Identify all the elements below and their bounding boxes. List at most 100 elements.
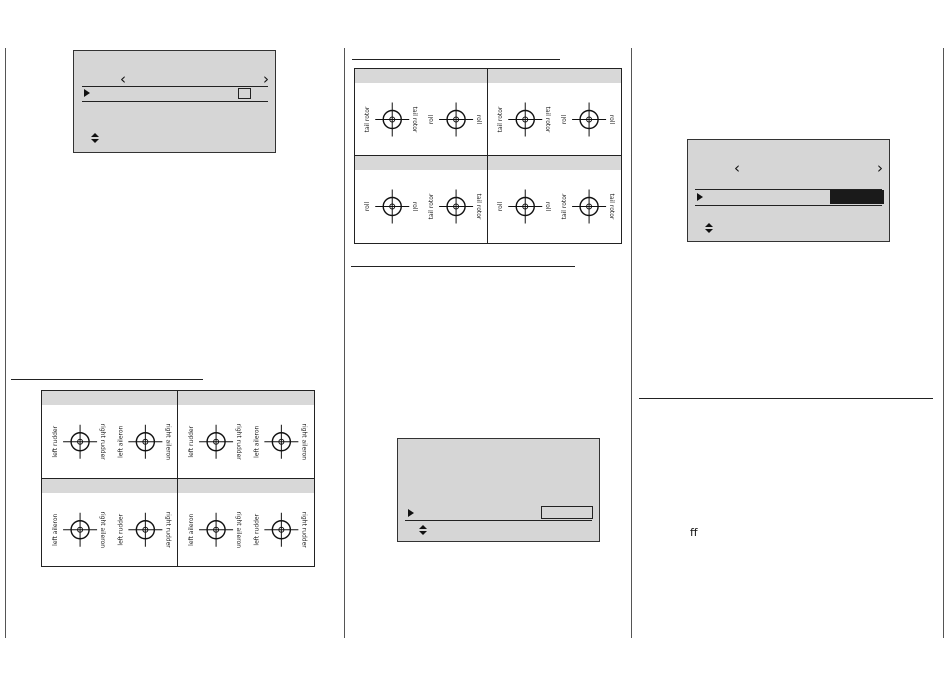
direction-label: right aileron (99, 511, 106, 548)
mode-header-bar (488, 156, 621, 170)
stick-crosshair-icon (199, 424, 234, 459)
stick-crosshair-icon (264, 512, 299, 547)
note-text: ff (690, 526, 698, 539)
direction-label: left rudder (117, 513, 124, 545)
cursor-arrow-icon (84, 89, 90, 97)
stick-diagram: left rudder right rudder left aileron right… (52, 423, 171, 461)
cursor-arrow-icon (697, 193, 703, 201)
stick-crosshair-icon (572, 189, 607, 224)
direction-label: tail rotor (364, 106, 371, 132)
chevron-left-icon[interactable]: ‹ (120, 70, 126, 88)
direction-label: right aileron (300, 423, 307, 460)
stick-crosshair-icon (264, 424, 299, 459)
mode-header-bar (355, 69, 487, 83)
value-bar-filled[interactable] (830, 190, 884, 204)
direction-label: roll (475, 115, 482, 125)
column-divider-2 (631, 48, 632, 638)
direction-label: right rudder (164, 511, 171, 548)
mode-header-bar (178, 478, 314, 493)
direction-label: right aileron (235, 511, 242, 548)
column-divider-right (943, 48, 944, 638)
direction-label: roll (561, 114, 568, 124)
lcd-row-top-line (82, 86, 268, 87)
up-down-icon (705, 223, 713, 234)
column-divider-left (5, 48, 6, 638)
mode-header-bar (42, 391, 177, 405)
heading-rule-right (639, 398, 933, 399)
mode-header-bar (42, 478, 177, 493)
stick-mode-cell: roll roll tail rotor tail rotor (488, 156, 621, 243)
direction-label: left aileron (253, 425, 260, 457)
direction-label: right rudder (99, 424, 106, 461)
stick-crosshair-icon (439, 189, 474, 224)
direction-label: tail rotor (544, 107, 551, 133)
lcd-screen-1: ‹ › (73, 50, 276, 153)
stick-diagram: tail rotor tail rotor roll roll (497, 102, 615, 137)
chevron-left-icon[interactable]: ‹ (734, 159, 740, 177)
heading-rule-middle-1 (352, 59, 560, 60)
stick-crosshair-icon (375, 189, 410, 224)
stick-crosshair-icon (199, 512, 234, 547)
direction-label: roll (497, 201, 504, 211)
stick-diagram: roll roll tail rotor tail rotor (497, 189, 615, 224)
lcd-row-bottom-line (695, 205, 882, 206)
stick-diagram: left aileron right aileron left rudder righ… (52, 511, 171, 548)
direction-label: roll (544, 202, 551, 212)
chevron-right-icon[interactable]: › (877, 159, 883, 177)
mode-header-bar (488, 69, 621, 83)
direction-label: roll (428, 114, 435, 124)
stick-crosshair-icon (63, 424, 98, 459)
direction-label: left rudder (52, 425, 59, 457)
direction-label: tail rotor (561, 193, 568, 219)
stick-diagram: left rudder right rudder left aileron right… (188, 423, 307, 461)
lcd-row-line (405, 520, 592, 521)
stick-mode-grid-aircraft: left rudder right rudder left aileron right… (41, 390, 315, 567)
stick-mode-cell: left rudder right rudder left aileron right… (42, 391, 178, 479)
direction-label: right aileron (164, 423, 171, 460)
stick-mode-cell: left aileron right aileron left rudder righ… (42, 478, 178, 566)
heading-rule-middle-2 (351, 266, 575, 267)
stick-mode-cell: tail rotor tail rotor roll roll (355, 69, 488, 156)
value-box[interactable] (238, 88, 251, 99)
stick-mode-cell: tail rotor tail rotor roll roll (488, 69, 621, 156)
stick-diagram: left aileron right aileron left rudder righ… (188, 511, 307, 548)
lcd-screen-3: ‹ › (687, 139, 890, 242)
stick-diagram: tail rotor tail rotor roll roll (364, 102, 482, 137)
direction-label: roll (364, 201, 371, 211)
direction-label: tail rotor (497, 106, 504, 132)
stick-crosshair-icon (63, 512, 98, 547)
stick-crosshair-icon (439, 102, 474, 137)
up-down-icon (419, 525, 427, 536)
stick-mode-cell: left aileron right aileron left rudder righ… (178, 478, 314, 567)
mode-header-bar (355, 156, 487, 170)
chevron-right-icon[interactable]: › (263, 70, 269, 88)
direction-label: left rudder (253, 513, 260, 545)
up-down-icon (91, 133, 99, 144)
direction-label: left rudder (188, 425, 195, 457)
direction-label: roll (608, 115, 615, 125)
lcd-row-bottom-line (82, 101, 268, 102)
direction-label: right rudder (235, 424, 242, 461)
value-field[interactable] (541, 506, 593, 519)
stick-crosshair-icon (128, 424, 163, 459)
heading-rule-left (11, 379, 203, 380)
direction-label: tail rotor (608, 194, 615, 220)
stick-crosshair-icon (572, 102, 607, 137)
direction-label: tail rotor (475, 194, 482, 220)
lcd-row-top-line (695, 189, 882, 190)
direction-label: left aileron (117, 425, 124, 457)
direction-label: right rudder (300, 511, 307, 548)
lcd-screen-2 (397, 438, 600, 542)
stick-crosshair-icon (375, 102, 410, 137)
cursor-arrow-icon (408, 509, 414, 517)
direction-label: left aileron (188, 513, 195, 545)
mode-header-bar (178, 391, 314, 405)
direction-label: left aileron (52, 513, 59, 545)
column-divider-1 (344, 48, 345, 638)
direction-label: tail rotor (411, 107, 418, 133)
stick-crosshair-icon (508, 189, 543, 224)
direction-label: roll (411, 202, 418, 212)
